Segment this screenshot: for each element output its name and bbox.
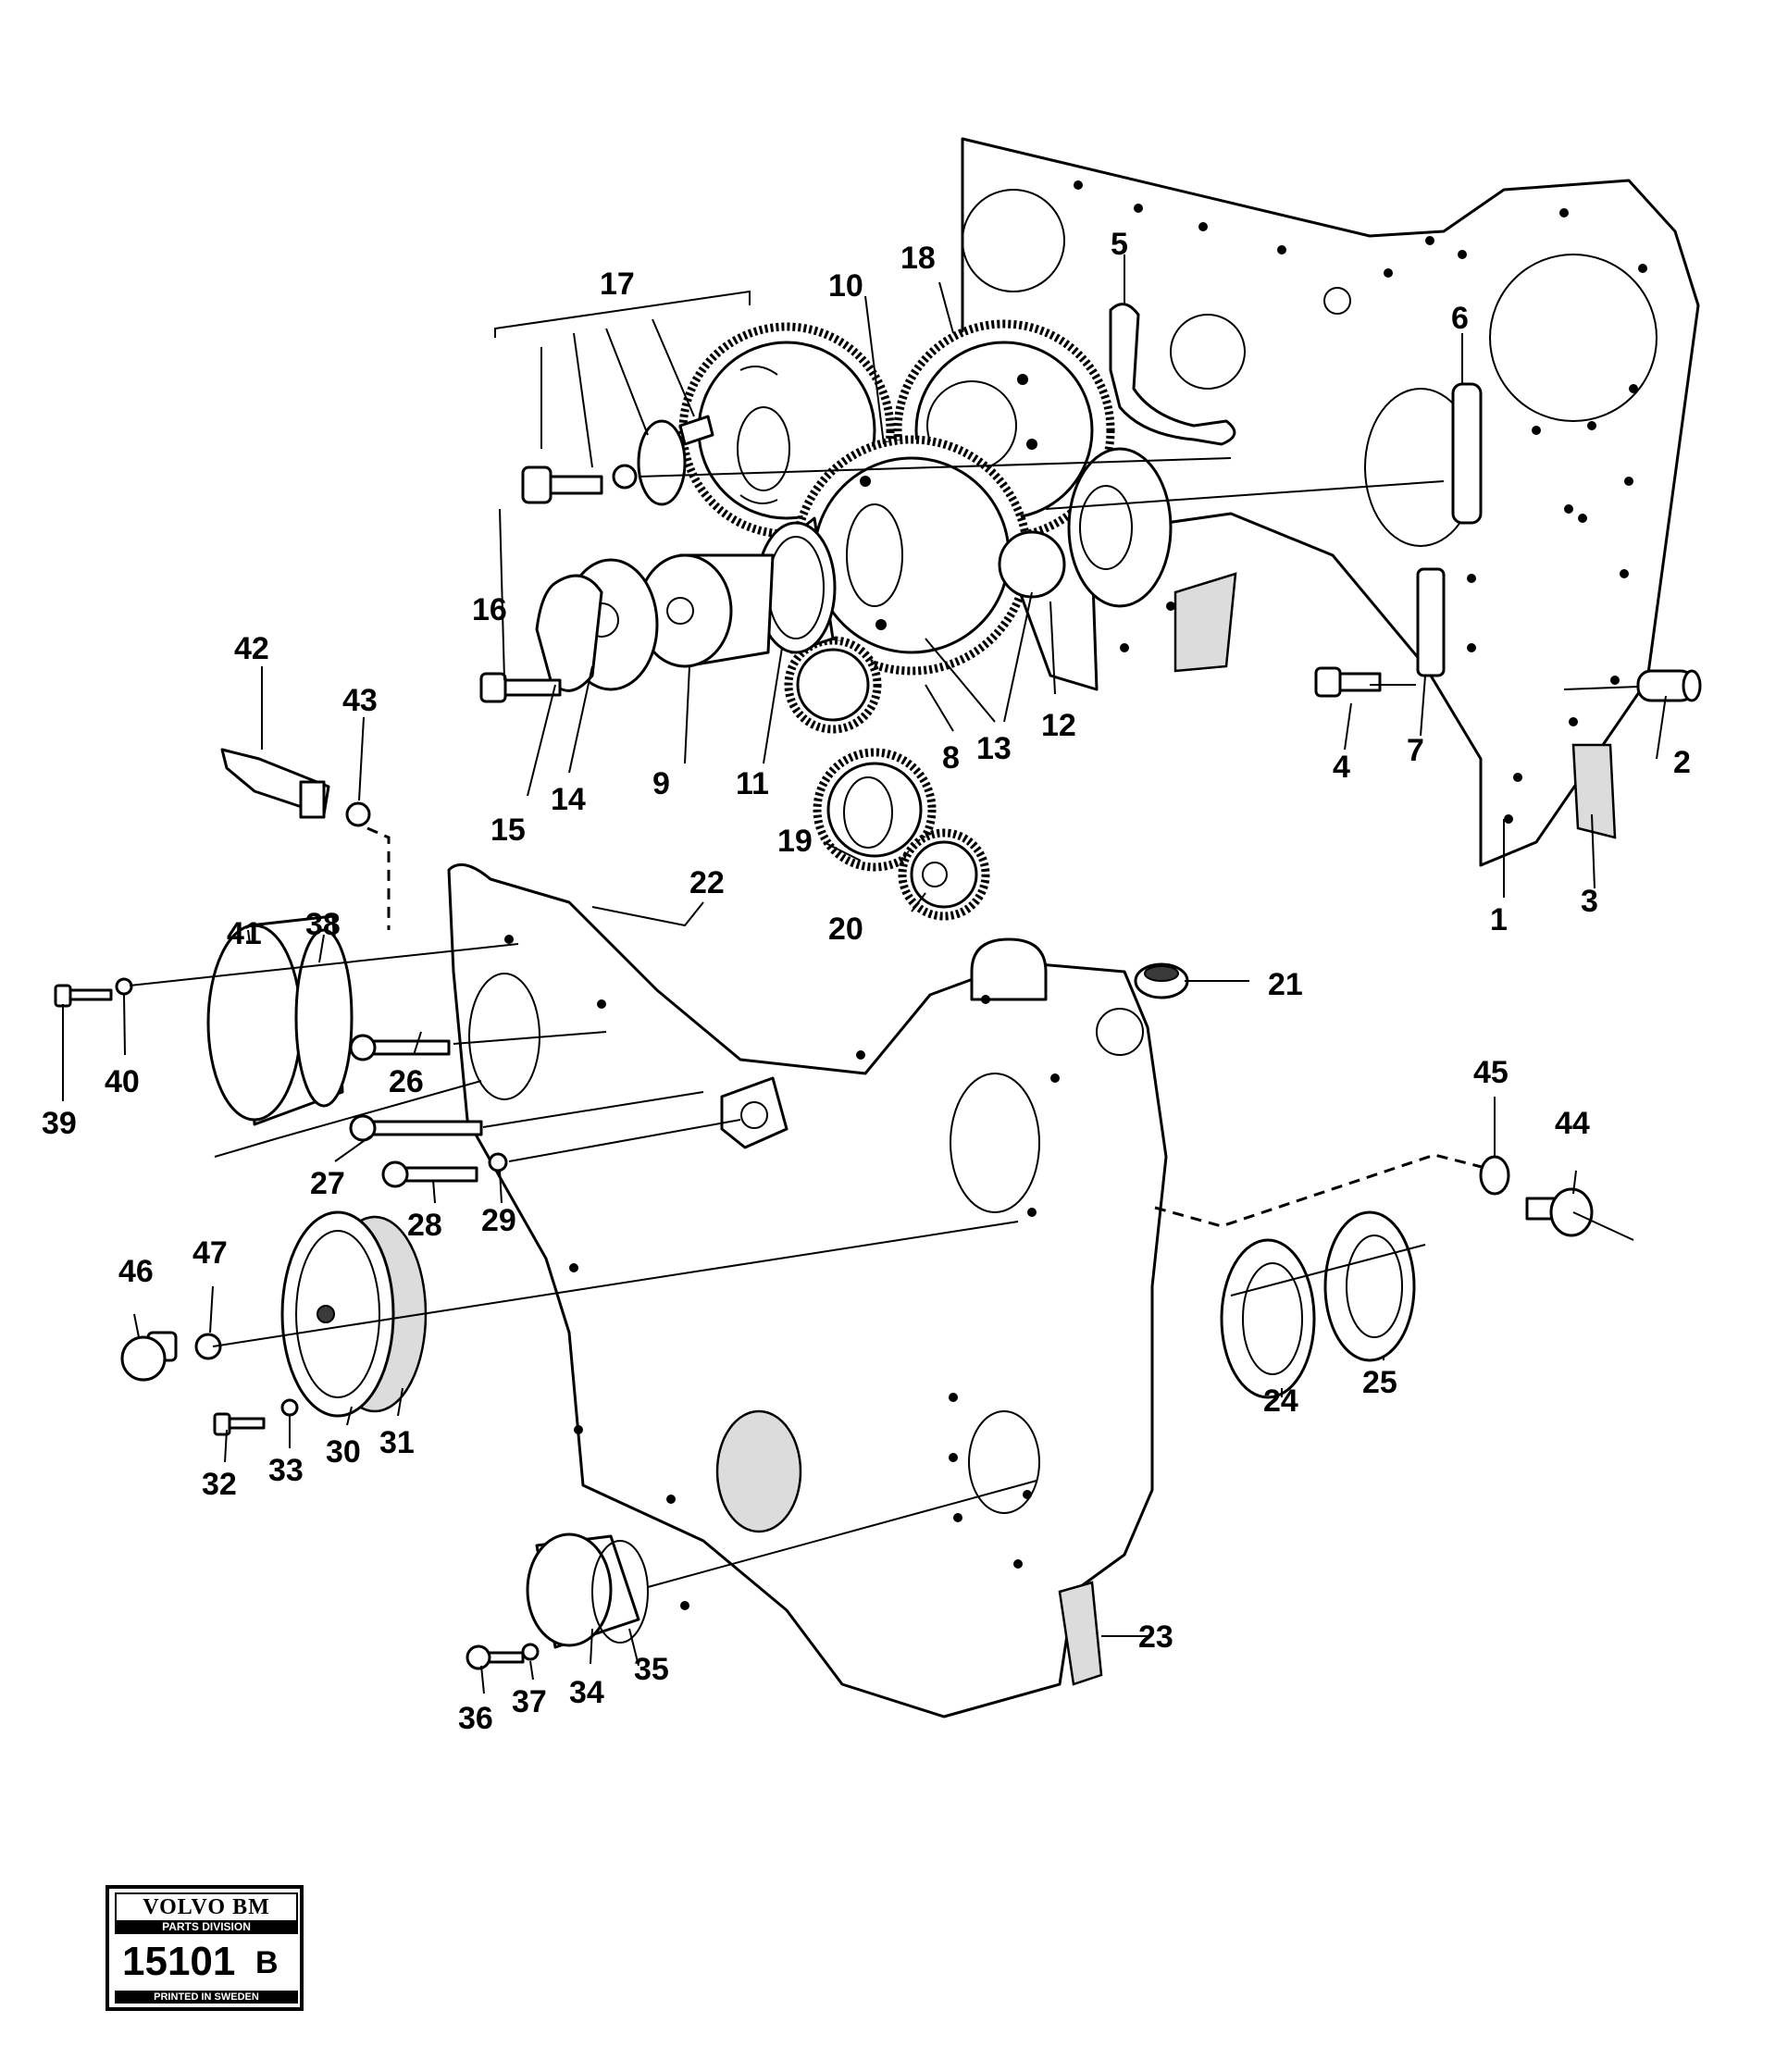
bolt-part-27 — [349, 1114, 483, 1142]
bolt-part-44 — [1525, 1187, 1594, 1237]
gear-part-13 — [791, 435, 1032, 676]
washer-part-45 — [1479, 1155, 1510, 1196]
callout-45: 45 — [1473, 1055, 1509, 1090]
thrust-washer-part-15 — [535, 574, 603, 692]
gear-part-20 — [898, 828, 990, 921]
callout-3: 3 — [1581, 884, 1598, 919]
timing-plate-part-1 — [961, 137, 1700, 867]
stamp-brand: VOLVO BM — [115, 1892, 298, 1922]
bolt-part-28 — [381, 1160, 478, 1188]
callout-26: 26 — [389, 1064, 424, 1099]
stamp-division: PARTS DIVISION — [115, 1920, 298, 1934]
callout-40: 40 — [105, 1064, 140, 1099]
callout-2: 2 — [1673, 745, 1691, 780]
sensor-part-42 — [220, 748, 371, 827]
callout-28: 28 — [407, 1208, 442, 1243]
hub-part-10 — [1067, 447, 1173, 608]
callout-43: 43 — [342, 683, 378, 718]
callout-labels: 1 2 3 4 5 6 7 8 9 10 11 12 13 14 15 16 1… — [42, 227, 1691, 1736]
washer-part-47 — [194, 1333, 222, 1360]
callout-46: 46 — [118, 1254, 154, 1289]
callout-4: 4 — [1333, 750, 1350, 785]
callout-39: 39 — [42, 1106, 77, 1141]
callout-8: 8 — [942, 740, 960, 775]
callout-6: 6 — [1451, 301, 1469, 336]
callout-9: 9 — [652, 766, 670, 801]
callout-13: 13 — [976, 731, 1012, 766]
camshaft-bolt-kit-part-17 — [521, 415, 714, 506]
callout-17: 17 — [600, 267, 635, 302]
cover-bolt-holes — [504, 935, 1060, 1610]
callout-16: 16 — [472, 592, 507, 627]
screw-part-32 — [213, 1412, 266, 1436]
pin-part-2 — [1636, 669, 1702, 702]
callout-24: 24 — [1263, 1383, 1298, 1419]
callout-27: 27 — [310, 1166, 345, 1201]
bracket-part-5 — [1109, 303, 1236, 446]
plug-part-21 — [1134, 962, 1189, 999]
callout-34: 34 — [569, 1675, 604, 1710]
hub-part-9 — [637, 553, 775, 668]
callout-25: 25 — [1362, 1365, 1397, 1400]
callout-36: 36 — [458, 1701, 493, 1736]
gear-part-8 — [784, 636, 882, 734]
bolt-part-26 — [349, 1034, 451, 1061]
washer-part-37 — [521, 1643, 540, 1661]
callout-35: 35 — [634, 1652, 669, 1687]
plate-bolt-holes — [1074, 180, 1647, 824]
cover-part-34 — [526, 1532, 649, 1649]
bolt-part-16 — [479, 672, 562, 703]
callout-14: 14 — [551, 782, 586, 817]
callout-42: 42 — [234, 631, 269, 666]
callout-18: 18 — [900, 241, 936, 276]
callout-41: 41 — [227, 916, 262, 951]
seal-cover-part-30 — [280, 1210, 428, 1418]
callout-15: 15 — [490, 813, 526, 848]
callout-20: 20 — [828, 912, 863, 947]
gear-part-19 — [813, 748, 937, 872]
callout-leaders — [62, 254, 1667, 1694]
callout-21: 21 — [1268, 967, 1303, 1002]
plate-part-7 — [1416, 567, 1446, 677]
callout-32: 32 — [202, 1467, 237, 1502]
stamp-revision: B — [255, 1945, 279, 1980]
callout-33: 33 — [268, 1453, 304, 1488]
callout-10: 10 — [828, 268, 863, 304]
callout-12: 12 — [1041, 708, 1076, 743]
gasket-part-3 — [1571, 743, 1617, 839]
callout-19: 19 — [777, 824, 813, 859]
callout-22: 22 — [689, 865, 725, 900]
callout-44: 44 — [1555, 1106, 1590, 1141]
callout-47: 47 — [192, 1235, 228, 1271]
callout-7: 7 — [1407, 733, 1424, 768]
callout-29: 29 — [481, 1203, 516, 1238]
seal-part-24 — [1220, 1238, 1316, 1399]
callout-30: 30 — [326, 1434, 361, 1470]
callout-11: 11 — [736, 766, 769, 801]
callout-1: 1 — [1490, 902, 1508, 937]
callout-37: 37 — [512, 1684, 547, 1719]
strip-part-6 — [1451, 382, 1483, 525]
cap-part-46 — [120, 1331, 178, 1382]
screw-part-39 — [54, 984, 113, 1008]
stamp-illustration-number: 15101 — [122, 1939, 236, 1984]
washer-part-29 — [488, 1152, 508, 1172]
callout-38: 38 — [305, 907, 341, 942]
washer-part-40 — [115, 977, 133, 996]
screw-part-36 — [466, 1644, 525, 1670]
bushing-part-11 — [755, 516, 837, 654]
ring-part-12 — [998, 530, 1066, 599]
callout-23: 23 — [1138, 1619, 1173, 1655]
parts-catalog-stamp: VOLVO BM PARTS DIVISION 15101 B PRINTED … — [106, 1885, 304, 2011]
stamp-printed: PRINTED IN SWEDEN — [115, 1991, 298, 2004]
callout-5: 5 — [1111, 227, 1128, 262]
bolt-part-4 — [1314, 666, 1382, 698]
timing-cover-part-22 — [447, 862, 1168, 1718]
seal-part-25 — [1323, 1210, 1416, 1362]
washer-part-33 — [280, 1398, 299, 1417]
callout-31: 31 — [379, 1425, 415, 1460]
gasket-part-23 — [1058, 1581, 1103, 1686]
